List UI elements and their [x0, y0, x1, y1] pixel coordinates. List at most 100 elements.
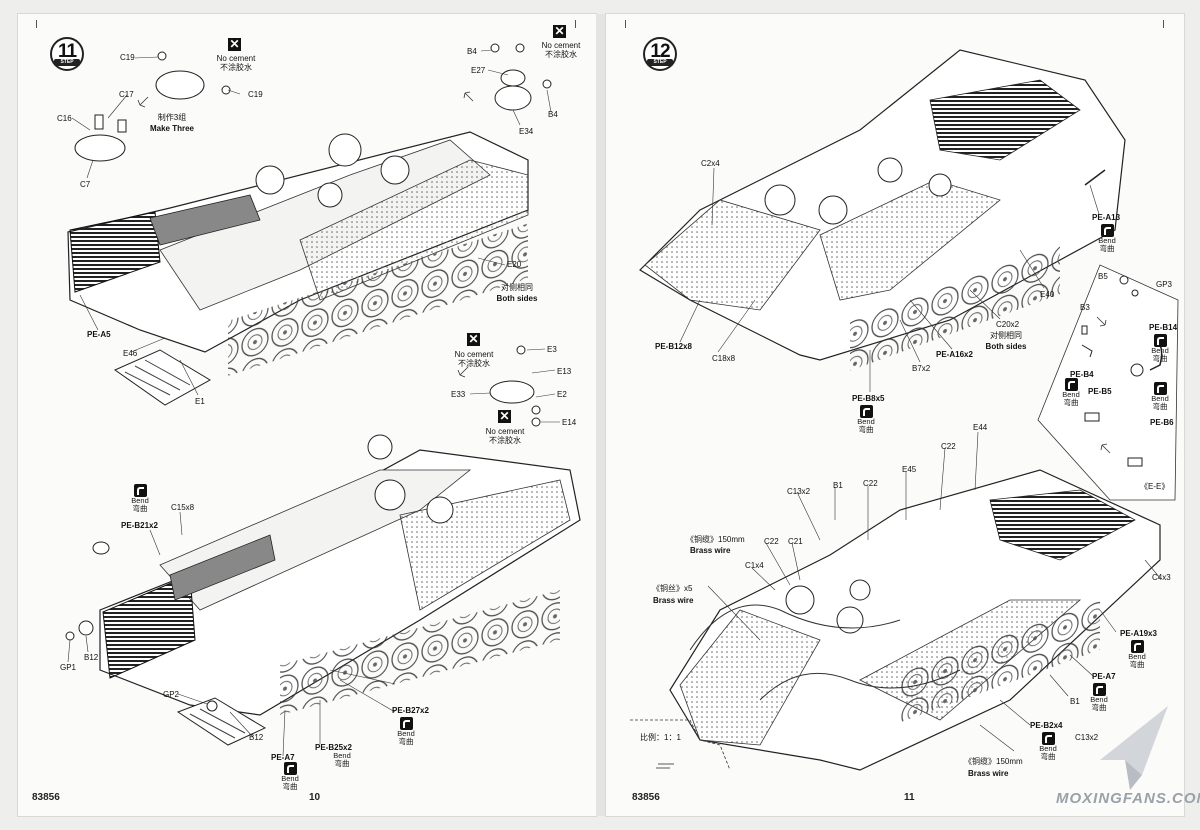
bend-label-cn: 弯曲: [1152, 354, 1168, 363]
bend-note: Bend 弯曲: [1085, 683, 1113, 712]
vehicle-hull-upper-left: [67, 131, 529, 406]
note-no-cement-cn: 不涂胶水: [220, 63, 252, 72]
bend-label-cn: 弯曲: [1129, 660, 1145, 669]
bend-icon: [399, 717, 413, 730]
scale-ruler: [630, 719, 731, 771]
hatch-subassembly-c7: [74, 114, 127, 162]
callout-b12: B12: [249, 733, 264, 742]
callout-c22: C22: [863, 479, 878, 488]
callout-pe-a19: PE-A19x3: [1120, 629, 1157, 638]
callout-b4: B4: [548, 110, 558, 119]
no-cement-icon: ✕: [467, 332, 480, 346]
crop-mark: [625, 20, 626, 28]
callout-pe-b21: PE-B21x2: [121, 521, 158, 530]
no-cement-icon: ✕: [553, 24, 566, 38]
bend-label-cn: 弯曲: [334, 759, 350, 768]
bend-icon: [1100, 224, 1114, 237]
hatch-subassembly-c19: [155, 51, 231, 100]
callout-e1: E1: [195, 397, 205, 406]
callout-pe-a16: PE-A16x2: [936, 350, 973, 359]
bend-label: Bend: [281, 774, 299, 783]
page-number: 11: [904, 792, 915, 803]
scale-label: 比例：1：1: [640, 733, 681, 742]
bend-label: Bend: [1151, 394, 1169, 403]
bend-note: Bend 弯曲: [276, 762, 304, 791]
callout-e13: E13: [557, 367, 572, 376]
note-no-cement-cn: 不涂胶水: [489, 436, 521, 445]
kit-number: 83856: [632, 792, 660, 803]
step-tag: STEP: [647, 59, 673, 66]
bend-note: Bend 弯曲: [1146, 334, 1174, 363]
callout-c2: C2x4: [701, 159, 720, 168]
bend-icon: [283, 762, 297, 775]
callout-pe-b25: PE-B25x2: [315, 743, 352, 752]
bend-label-cn: 弯曲: [1040, 752, 1056, 761]
bend-icon: [133, 484, 147, 497]
leader-lines-left: [67, 49, 560, 757]
callout-c7: C7: [80, 180, 91, 189]
bend-icon: [1130, 640, 1144, 653]
callout-c13: C13x2: [787, 487, 811, 496]
leader-lines-right: [679, 167, 1161, 752]
callout-c19: C19: [248, 90, 263, 99]
callout-gp3: GP3: [1156, 280, 1173, 289]
bend-note: Bend 弯曲: [852, 405, 880, 434]
callout-gp2: GP2: [163, 690, 180, 699]
bend-icon: [1092, 683, 1106, 696]
bend-label: Bend: [1128, 652, 1146, 661]
callout-pe-b5: PE-B5: [1088, 387, 1112, 396]
callout-c4: C4x3: [1152, 573, 1171, 582]
page-number: 10: [309, 792, 321, 803]
crop-mark: [575, 20, 576, 28]
bend-icon: [859, 405, 873, 418]
bend-label-cn: 弯曲: [858, 425, 874, 434]
kit-number: 83856: [32, 792, 60, 803]
no-cement-icon: ✕: [228, 37, 241, 51]
direction-arrows-right: [1096, 316, 1111, 454]
callout-e44: E44: [973, 423, 988, 432]
bend-note: Bend 弯曲: [1057, 378, 1085, 407]
callout-pe-a5: PE-A5: [87, 330, 111, 339]
step-tag: STEP: [54, 59, 80, 66]
bend-note: Bend 弯曲: [1146, 382, 1174, 411]
note-both-sides-cn: 对侧相同: [990, 331, 1022, 340]
bend-label: Bend: [1062, 390, 1080, 399]
callout-pe-a7: PE-A7: [1092, 672, 1116, 681]
note-copper-cable-cn: 《铜缆》150mm: [964, 757, 1023, 766]
callout-e45: E45: [902, 465, 917, 474]
callout-c16: C16: [57, 114, 72, 123]
callout-pe-b8: PE-B8x5: [852, 394, 885, 403]
note-no-cement: No cement: [541, 41, 581, 50]
periscope-subassembly-e34: [490, 43, 552, 111]
bend-label-cn: 弯曲: [1152, 402, 1168, 411]
callout-e3: E3: [547, 345, 557, 354]
bend-note: Bend 弯曲: [1093, 224, 1121, 253]
step-badge-12: 12 STEP: [643, 37, 677, 71]
note-copper-cable-cn: 《铜缆》150mm: [686, 535, 745, 544]
bend-label-cn: 弯曲: [132, 504, 148, 513]
callout-b1: B1: [833, 481, 843, 490]
watermark-text: MOXINGFANS.COM: [1056, 790, 1200, 807]
callout-pe-b27: PE-B27x2: [392, 706, 429, 715]
vehicle-hull-upper-right: [639, 49, 1126, 371]
bend-icon: [1041, 732, 1055, 745]
bend-note: Bend 弯曲: [328, 752, 356, 768]
callout-c20: C20x2: [996, 320, 1020, 329]
callout-pe-b2: PE-B2x4: [1030, 721, 1063, 730]
callout-pe-b6: PE-B6: [1150, 418, 1174, 427]
step-number: 11: [57, 41, 77, 62]
bend-icon: [1064, 378, 1078, 391]
callout-b5: B5: [1098, 272, 1108, 281]
no-cement-icon: ✕: [498, 409, 511, 423]
note-brass-wire: Brass wire: [653, 596, 694, 605]
callout-e34: E34: [519, 127, 534, 136]
callout-b7: B7x2: [912, 364, 931, 373]
callout-c13: C13x2: [1075, 733, 1099, 742]
callout-gp1: GP1: [60, 663, 77, 672]
bend-label: Bend: [397, 729, 415, 738]
note-both-sides: Both sides: [985, 342, 1027, 351]
callout-c22: C22: [941, 442, 956, 451]
callout-pe-b14: PE-B14: [1149, 323, 1178, 332]
note-copper-wire-cn: 《铜丝》x5: [652, 584, 693, 593]
